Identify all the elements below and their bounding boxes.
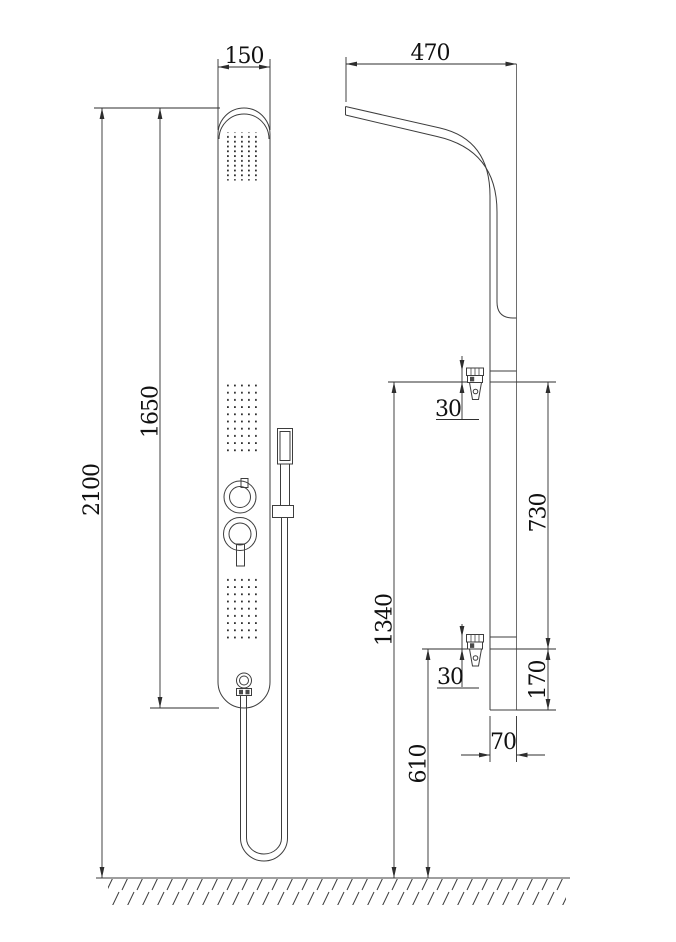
hand-shower [272, 428, 294, 518]
dim-total-height-label: 2100 [80, 464, 105, 516]
panel-outline [217, 107, 271, 709]
bracket-screw [470, 643, 475, 648]
overhead-shower-jets [226, 132, 262, 181]
bracket-cap-ribs [470, 368, 480, 376]
dim-total-height: 2100 [80, 107, 220, 878]
wall-bracket-lower [466, 634, 484, 667]
dim-column-depth-label: 70 [490, 730, 516, 755]
diverter-knob [223, 478, 257, 514]
dim-arm-reach-label: 470 [411, 41, 450, 66]
ground [96, 877, 570, 905]
hose-left-leg [240, 696, 247, 838]
outlet-connector-nut-right [245, 689, 250, 695]
dim-upper-bracket-offset: 30 [435, 356, 479, 422]
dim-bracket-spacing-label: 730 [527, 494, 552, 533]
dim-upper-bracket-height: 1340 [373, 381, 467, 878]
hand-shower-handle [280, 463, 290, 506]
dim-arrows [459, 626, 465, 660]
body-jet-upper [226, 383, 262, 453]
dim-panel-length: 1650 [139, 108, 219, 709]
dim-upper-bracket-height-label: 1340 [373, 594, 398, 646]
bracket-body [467, 641, 483, 650]
side-view [345, 64, 517, 711]
front-view [217, 107, 294, 862]
dim-arrows [459, 360, 465, 393]
dim-lower-bracket-to-bottom-label: 170 [526, 661, 551, 700]
outlet-connector [236, 688, 252, 696]
dim-bracket-spacing: 730 [516, 381, 556, 650]
column-joint-lines [490, 370, 517, 650]
bracket-hole [472, 388, 479, 395]
bracket-base [468, 382, 483, 400]
bracket-base [468, 648, 483, 667]
bracket-body [467, 375, 483, 383]
dim-lower-bracket-to-bottom: 170 [516, 649, 556, 711]
mixer-lever-knob [223, 517, 257, 567]
outlet-ring-inner [239, 675, 249, 686]
body-jet-lower [226, 574, 262, 643]
dim-extension-lines [489, 716, 517, 762]
mixer-knob-inner [228, 522, 252, 546]
dim-extension-lines [516, 381, 556, 650]
dim-column-depth: 70 [461, 716, 545, 762]
diverter-knob-tab [240, 478, 249, 488]
hose-bottom-loop [240, 837, 288, 862]
bracket-hole [472, 655, 479, 661]
dim-lower-bracket-offset: 30 [437, 624, 479, 690]
ground-hatching [108, 879, 566, 905]
dim-panel-width: 150 [217, 44, 271, 130]
diverter-knob-inner [229, 486, 251, 508]
mixer-lever-handle [236, 543, 245, 567]
outlet-ring-outer [236, 672, 252, 689]
mixer-knob-outer [223, 517, 257, 551]
hose-outlet [236, 672, 252, 696]
wall-bracket-upper [466, 367, 484, 400]
outlet-connector-nut-left [239, 689, 243, 695]
dim-panel-length-label: 1650 [139, 386, 164, 438]
arm-inner-profile [345, 114, 517, 319]
hand-shower-grip [279, 431, 291, 461]
bracket-cap-ribs [470, 634, 480, 642]
dim-lower-bracket-height-label: 610 [407, 745, 432, 784]
diverter-knob-outer [223, 480, 257, 514]
dim-arm-reach: 470 [345, 41, 517, 102]
arm-outer-profile [345, 106, 491, 710]
hose-right-leg [281, 517, 288, 838]
dim-lines [217, 59, 271, 130]
dim-upper-bracket-offset-label: 30 [435, 397, 461, 422]
bracket-screw [470, 376, 475, 382]
shower-hose [240, 517, 288, 862]
hand-shower-holder [272, 505, 294, 518]
dim-arrows [479, 752, 528, 758]
dimensions: 150 470 2100 1650 1340 [80, 41, 556, 878]
dim-lower-bracket-offset-label: 30 [437, 665, 463, 690]
dim-panel-width-label: 150 [225, 44, 264, 69]
dim-lines [345, 57, 517, 102]
dim-arrows [218, 64, 270, 70]
dim-lower-bracket-height: 610 [407, 648, 467, 878]
